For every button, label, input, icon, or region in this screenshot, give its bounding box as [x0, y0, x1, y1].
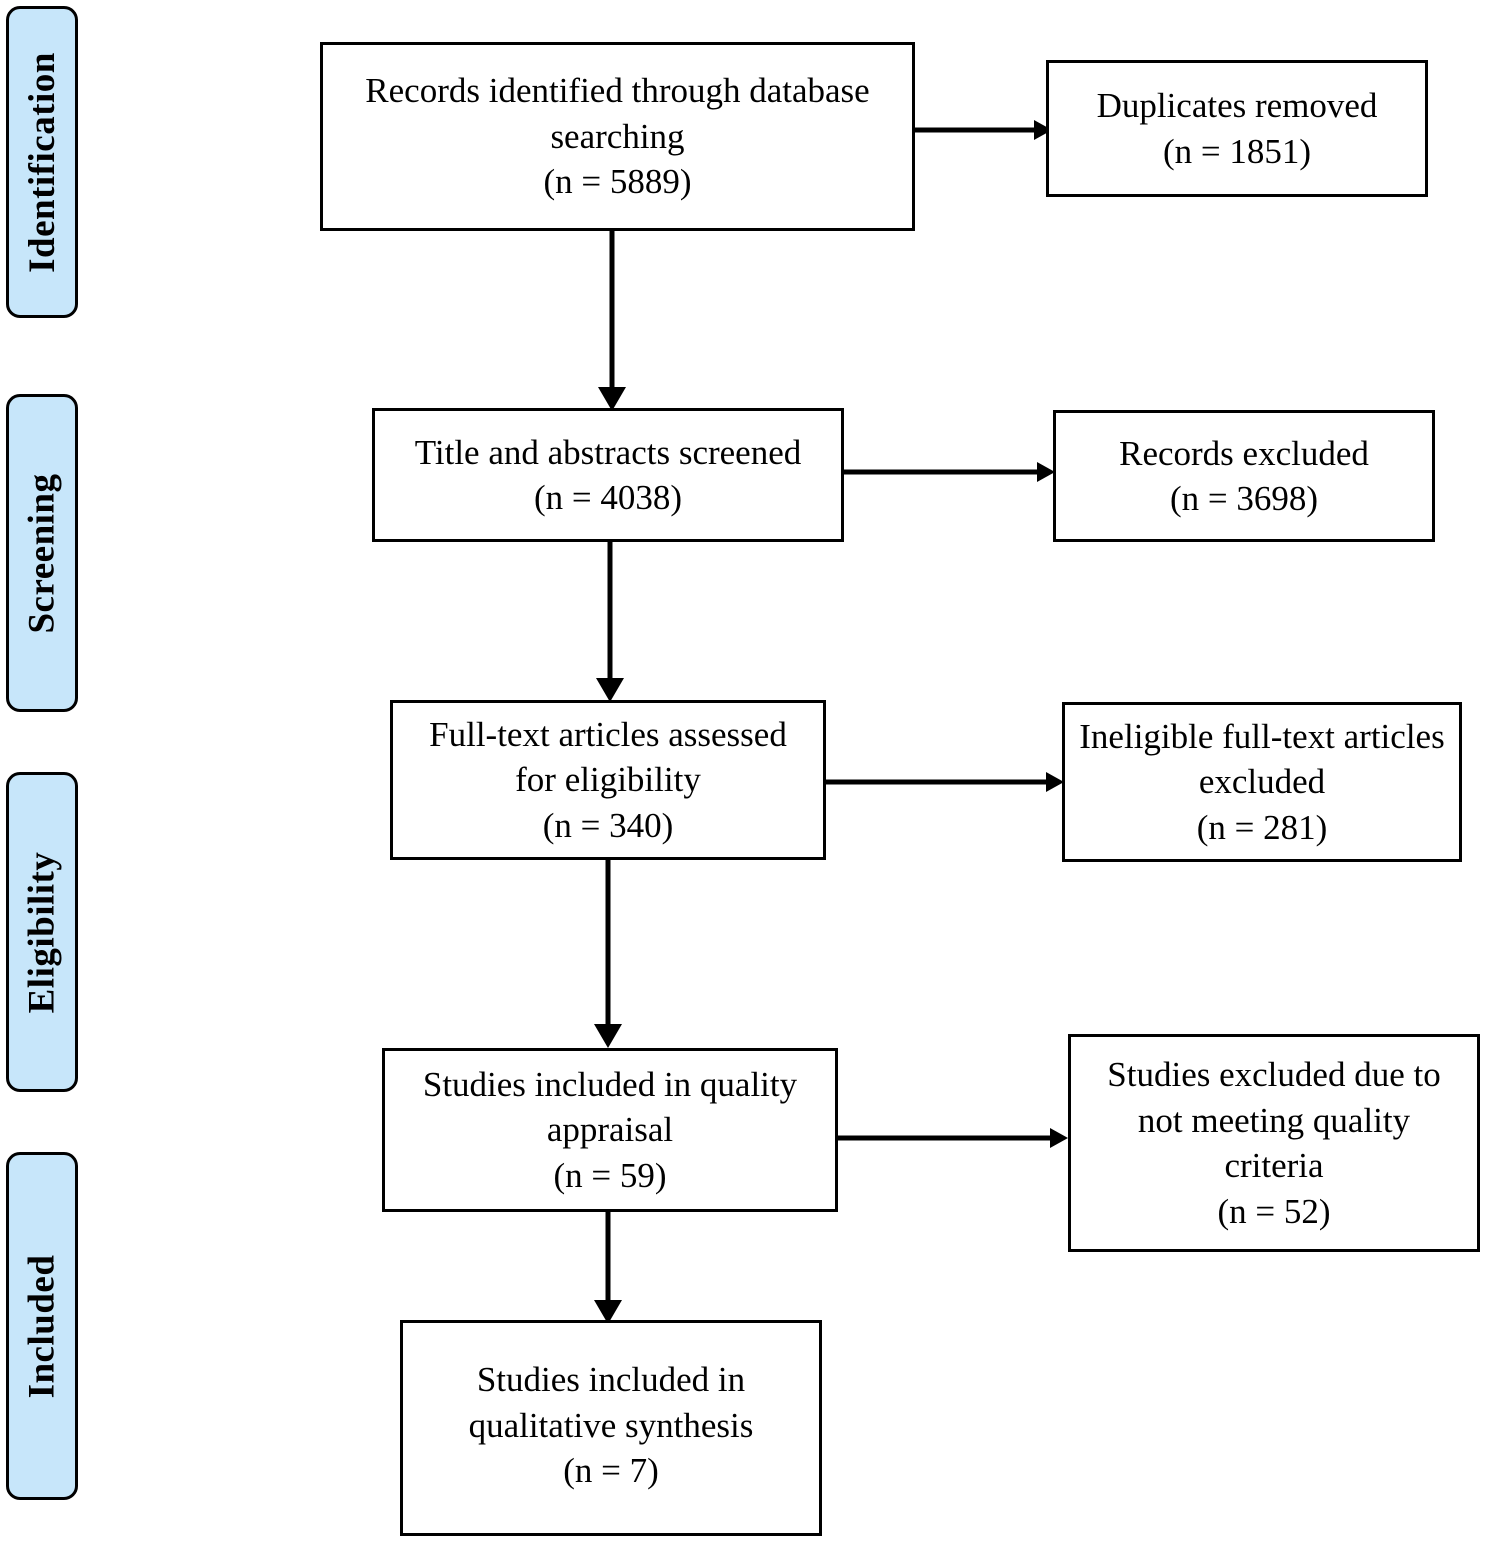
node-qualitative-synthesis: Studies included in qualitative synthesi… — [400, 1320, 822, 1536]
connector-identified-to-duplicates — [912, 120, 1052, 140]
node-duplicates-removed: Duplicates removed (n = 1851) — [1046, 60, 1428, 197]
connector-identified-to-screened — [592, 229, 632, 411]
node-fulltext-assessed-text: Full-text articles assessed for eligibil… — [429, 714, 787, 845]
node-fulltext-assessed: Full-text articles assessed for eligibil… — [390, 700, 826, 860]
connector-screened-to-fulltext — [590, 540, 630, 702]
stage-identification-label: Identification — [21, 51, 63, 273]
stage-eligibility-label: Eligibility — [21, 851, 63, 1013]
node-ineligible-fulltext-excluded: Ineligible full-text articles excluded (… — [1062, 702, 1462, 862]
node-quality-appraisal-text: Studies included in quality appraisal (n… — [422, 1064, 798, 1195]
node-title-abstracts-screened-text: Title and abstracts screened (n = 4038) — [414, 432, 802, 518]
node-records-identified: Records identified through database sear… — [320, 42, 915, 231]
node-records-excluded: Records excluded (n = 3698) — [1053, 410, 1435, 542]
connector-fulltext-to-ineligible — [824, 772, 1064, 792]
stage-screening: Screening — [6, 394, 78, 712]
node-qualitative-synthesis-text: Studies included in qualitative synthesi… — [468, 1360, 754, 1490]
stage-eligibility: Eligibility — [6, 772, 78, 1092]
node-quality-appraisal: Studies included in quality appraisal (n… — [382, 1048, 838, 1212]
node-studies-excluded-quality-text: Studies excluded due to not meeting qual… — [1107, 1055, 1441, 1231]
node-title-abstracts-screened: Title and abstracts screened (n = 4038) — [372, 408, 844, 542]
node-studies-excluded-quality: Studies excluded due to not meeting qual… — [1068, 1034, 1480, 1252]
connector-appraisal-to-synthesis — [588, 1208, 628, 1324]
stage-identification: Identification — [6, 6, 78, 318]
node-records-excluded-text: Records excluded (n = 3698) — [1119, 433, 1369, 519]
stage-included: Included — [6, 1152, 78, 1500]
stage-screening-label: Screening — [21, 472, 63, 634]
node-ineligible-fulltext-excluded-text: Ineligible full-text articles excluded (… — [1079, 716, 1445, 847]
node-records-identified-text: Records identified through database sear… — [365, 71, 870, 202]
node-duplicates-removed-text: Duplicates removed (n = 1851) — [1096, 86, 1378, 171]
stage-included-label: Included — [21, 1254, 63, 1398]
connector-fulltext-to-appraisal — [588, 858, 628, 1048]
connector-screened-to-excluded — [843, 462, 1055, 482]
connector-appraisal-to-quality-excluded — [836, 1128, 1068, 1148]
